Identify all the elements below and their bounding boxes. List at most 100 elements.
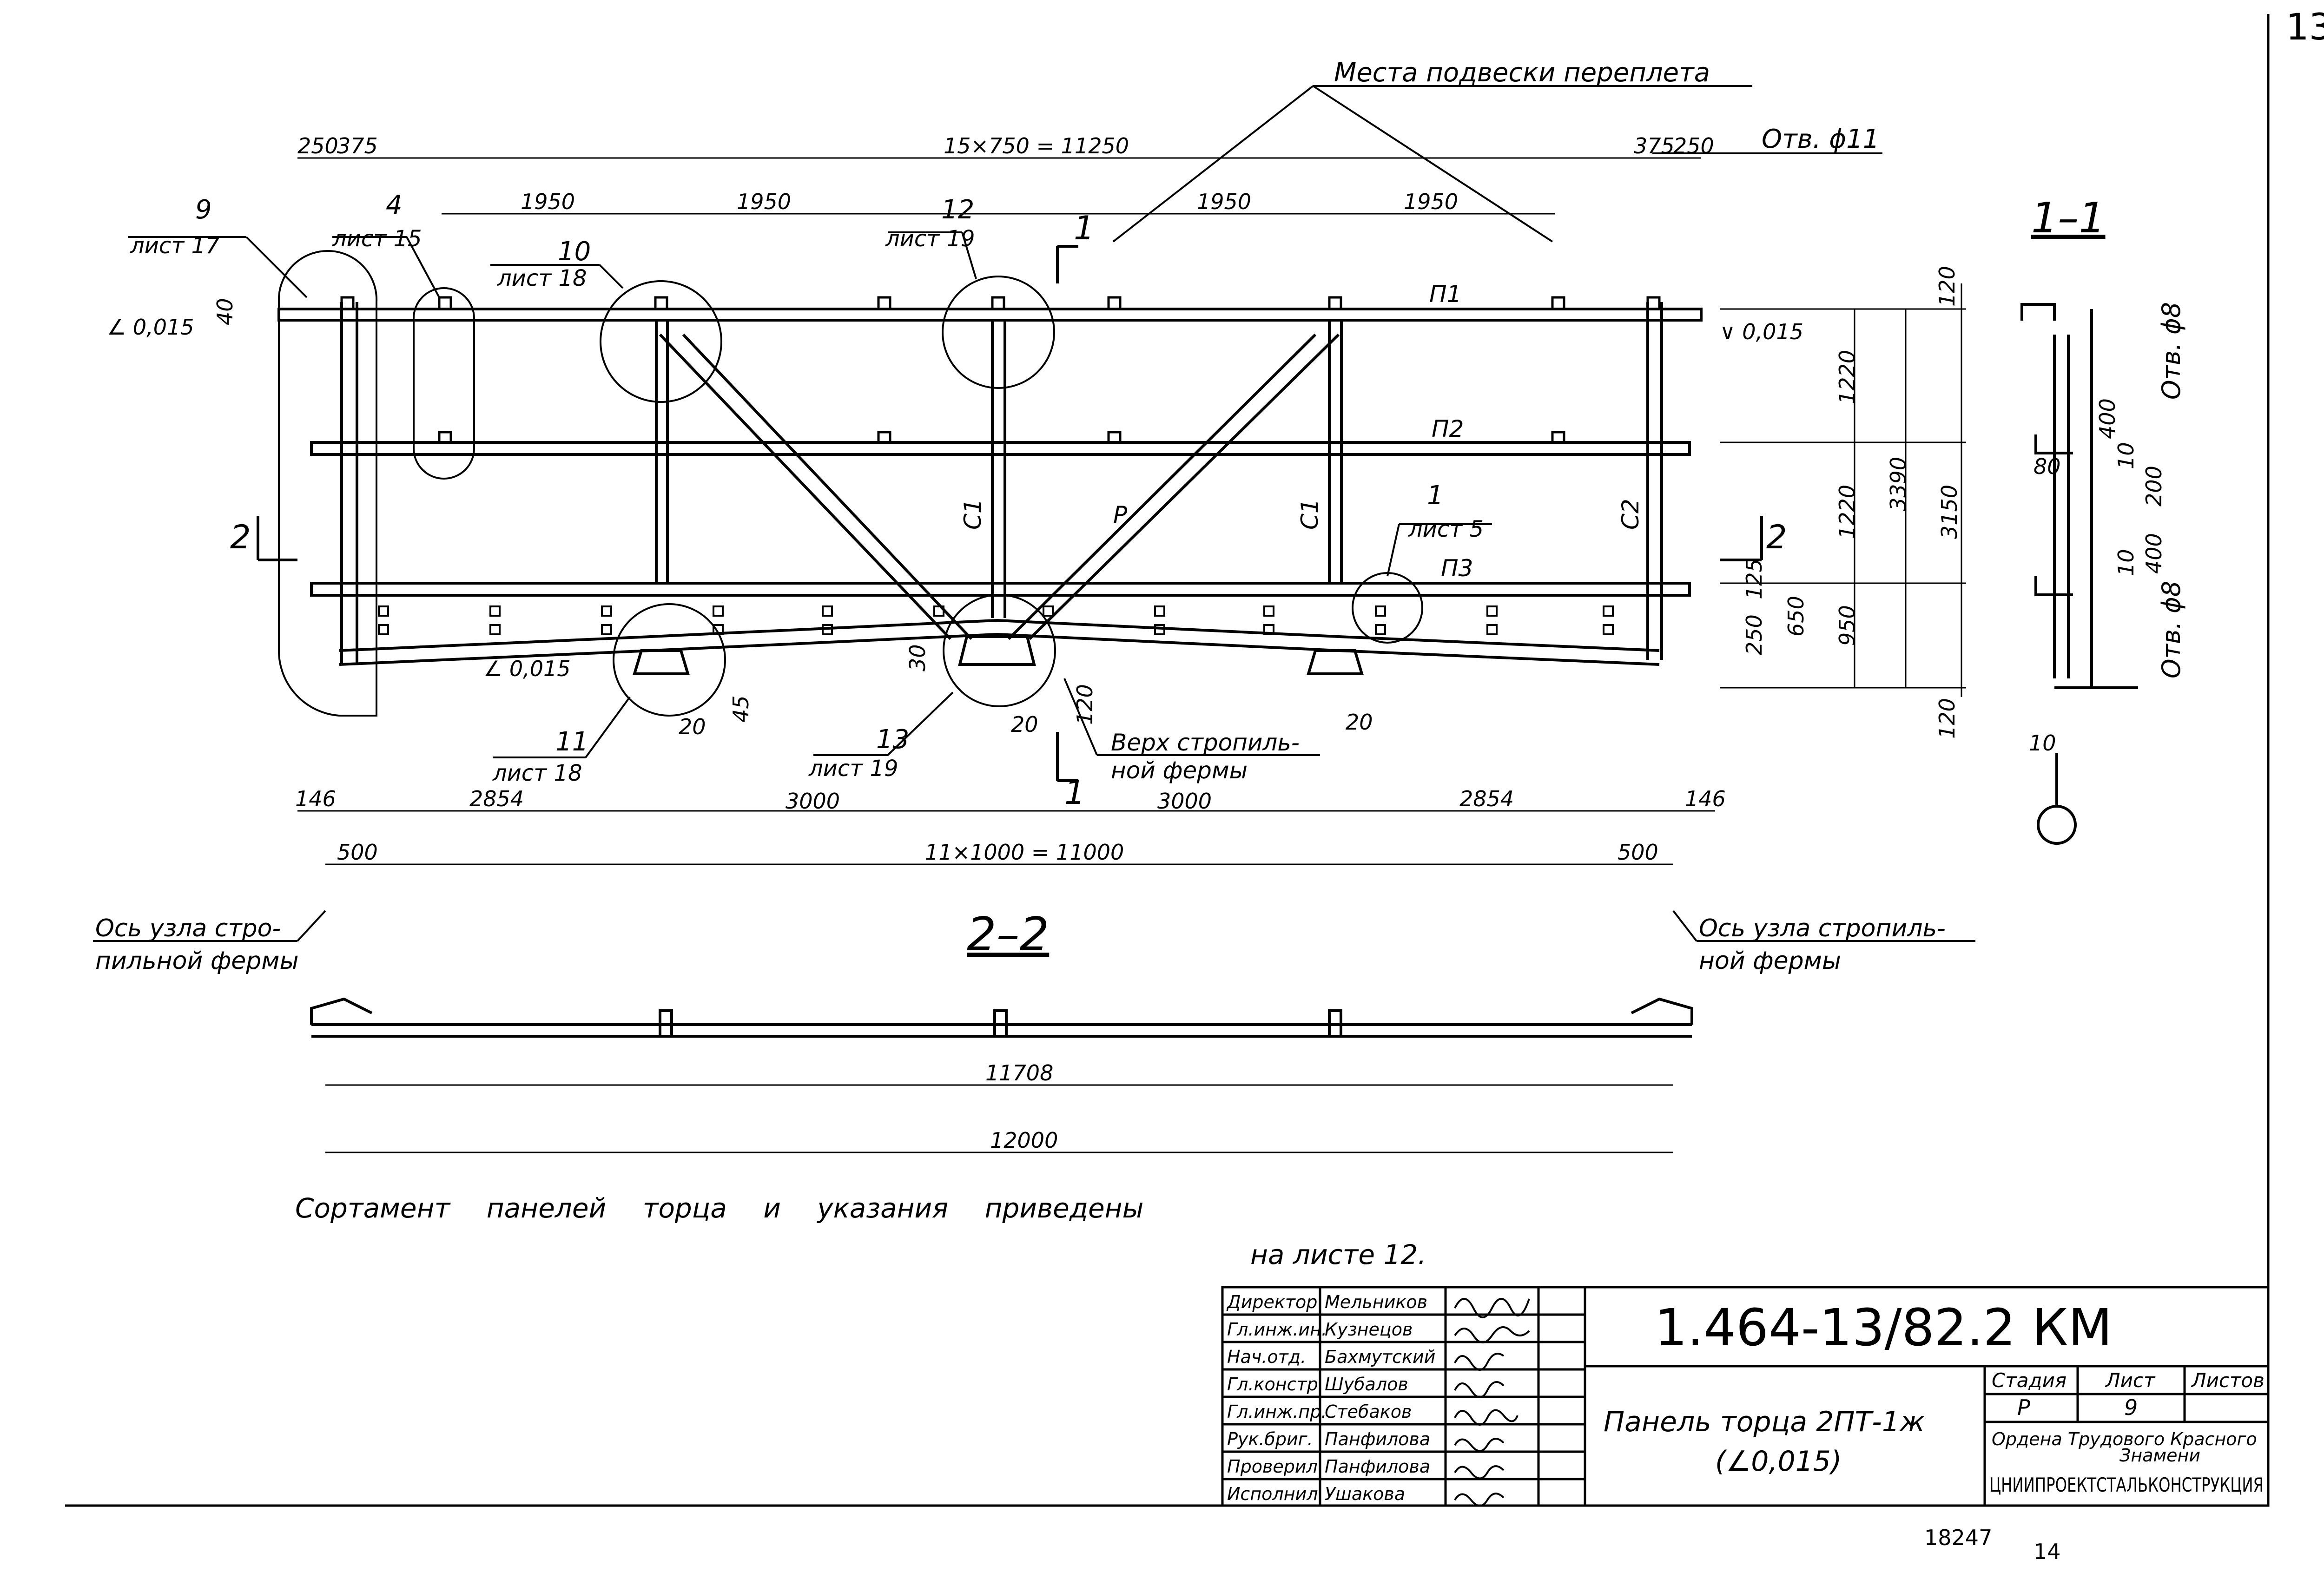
dim-3390: 3390 (1886, 457, 1911, 511)
node-13-sheet: лист 19 (808, 756, 898, 782)
page-number-top: 13 (2286, 7, 2324, 48)
member-c1a: С1 (959, 499, 986, 530)
s1-dim-80: 80 (2034, 454, 2061, 479)
s1-hole-8-top: Отв. ϕ8 (2157, 302, 2186, 400)
dim-45: 45 (728, 695, 753, 723)
stage-value: Р (2017, 1395, 2030, 1420)
org-line-1: Ордена Трудового Красного (1992, 1429, 2257, 1449)
dim-1950-d: 1950 (1404, 189, 1458, 214)
leader-lines (93, 85, 1975, 942)
note-line-1: Сортамент панелей торца и указания приве… (295, 1192, 1143, 1224)
dim-120-top: 120 (1934, 266, 1960, 307)
dim-3000-a: 3000 (786, 789, 840, 814)
node-11-sheet: лист 18 (492, 760, 582, 786)
dimension-labels: 250 375 15×750 = 11250 375 250 1950 1950… (107, 133, 2186, 1153)
node-9-num: 9 (195, 195, 212, 225)
node-13-num: 13 (876, 724, 909, 755)
cut-marks (257, 245, 1763, 782)
sheet-note: Сортамент панелей торца и указания приве… (295, 1192, 1426, 1270)
lugs (340, 296, 1661, 444)
staff-role: Рук.бриг. (1227, 1429, 1313, 1449)
verticals (340, 302, 1663, 664)
org-line-2: Знамени (2119, 1445, 2200, 1466)
bolt-holes (378, 605, 1614, 635)
dim-125: 125 (1742, 559, 1767, 599)
section-title-2-2: 2–2 (967, 907, 1049, 961)
staff-role: Гл.констр. (1227, 1374, 1324, 1395)
dim-1950-a: 1950 (521, 189, 575, 214)
dim-40: 40 (212, 298, 238, 325)
s1-dim-10-c: 10 (2029, 730, 2056, 756)
node-4-sheet: лист 15 (332, 226, 422, 252)
staff-name: Панфилова (1325, 1456, 1430, 1477)
member-p1: П1 (1429, 281, 1461, 308)
node-10-sheet: лист 18 (497, 265, 587, 291)
dim-1950-b: 1950 (737, 189, 791, 214)
node-10-num: 10 (558, 237, 591, 267)
dim-375-left: 375 (337, 133, 378, 158)
staff-role: Директор (1226, 1292, 1317, 1312)
cut-label-2-left: 2 (230, 518, 251, 556)
dim-3150: 3150 (1937, 485, 1962, 539)
callout-hole-11: Отв. ϕ11 (1762, 124, 1880, 154)
dim-500-right: 500 (1618, 840, 1658, 865)
dimension-lines (297, 157, 1966, 1153)
section-1-1-profile (2020, 303, 2138, 845)
org-line-3: ЦНИИПРОЕКТСТАЛЬКОНСТРУКЦИЯ (1989, 1474, 2264, 1496)
s1-dim-200: 200 (2141, 466, 2166, 507)
dim-250: 250 (1742, 614, 1767, 655)
node-11-num: 11 (555, 727, 588, 757)
dim-15x750: 15×750 = 11250 (944, 133, 1129, 158)
s1-hole-8-bottom: Отв. ϕ8 (2157, 581, 2186, 678)
staff-list: Директор Мельников Гл.инж.ин. Кузнецов Н… (1226, 1292, 1435, 1504)
slope-right: ∨ 0,015 (1720, 319, 1803, 344)
slope-bottom: ∠ 0,015 (483, 656, 571, 681)
callout-truss-top-2: ной фермы (1111, 757, 1248, 784)
dim-3000-b: 3000 (1157, 789, 1212, 814)
callout-axis-right-2: ной фермы (1699, 947, 1841, 975)
node-circles (277, 250, 1423, 717)
drawing-title-2: (∠0,015) (1715, 1445, 1842, 1478)
title-block: 1.464-13/82.2 КМ Панель торца 2ПТ-1ж (∠0… (1226, 1292, 2265, 1507)
dim-120-bottom: 120 (1934, 698, 1960, 739)
callout-suspension: Места подвески переплета (1334, 58, 1710, 88)
bottom-truss (339, 618, 1660, 675)
node-12-sheet: лист 19 (885, 226, 975, 252)
node-1-sheet: лист 5 (1408, 516, 1484, 542)
member-p2: П2 (1432, 415, 1464, 442)
staff-name: Кузнецов (1325, 1319, 1413, 1340)
s1-dim-400-a: 400 (2095, 398, 2120, 439)
member-r: Р (1113, 501, 1128, 528)
node-4-num: 4 (386, 190, 403, 220)
staff-name: Шубалов (1325, 1374, 1408, 1395)
sheets-label: Листов (2191, 1369, 2265, 1392)
dim-146-left: 146 (295, 786, 336, 811)
dim-20-a: 20 (679, 714, 706, 739)
title-block-grid (1221, 1286, 2270, 1507)
dim-146-right: 146 (1685, 786, 1726, 811)
dim-250-right: 250 (1673, 133, 1714, 158)
dim-20-b: 20 (1011, 712, 1038, 737)
callout-truss-top-1: Верх стропиль- (1111, 729, 1300, 756)
staff-role: Нач.отд. (1227, 1347, 1306, 1367)
page-number-bottom: 14 (2034, 1539, 2061, 1564)
member-c1b: С1 (1296, 499, 1323, 530)
drawing-labels: Места подвески переплета Отв. ϕ11 Верх с… (95, 58, 2106, 975)
dim-11708: 11708 (985, 1060, 1053, 1086)
dim-500-left: 500 (337, 840, 378, 865)
panel-elevation (277, 250, 1703, 717)
cut-label-1-top: 1 (1074, 209, 1095, 247)
staff-role: Проверил (1227, 1456, 1318, 1477)
sheet-label: Лист (2105, 1369, 2156, 1392)
dim-950: 950 (1835, 605, 1860, 646)
stage-label: Стадия (1992, 1369, 2067, 1392)
staff-role: Гл.инж.пр. (1227, 1401, 1327, 1422)
section-title-1-1: 1–1 (2031, 194, 2106, 243)
chord-lines (277, 308, 1703, 597)
dim-120-mid: 120 (1072, 684, 1097, 725)
drawing-title-1: Панель торца 2ПТ-1ж (1604, 1406, 1925, 1438)
diagonals (659, 333, 1340, 640)
slope-left: ∠ 0,015 (107, 315, 194, 340)
